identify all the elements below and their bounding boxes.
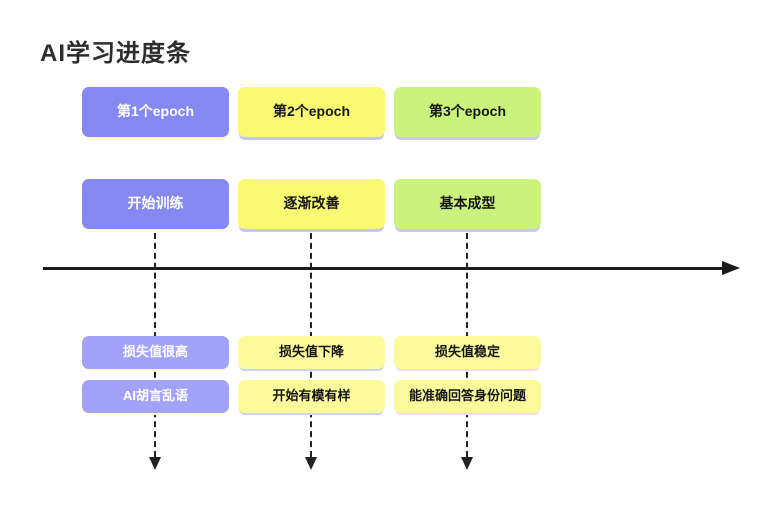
stage-box-3: 基本成型 [394, 179, 541, 229]
down-arrowhead-icon-2 [305, 457, 317, 470]
epoch-box-1: 第1个epoch [82, 87, 229, 137]
down-arrowhead-icon-1 [149, 457, 161, 470]
stage-box-1: 开始训练 [82, 179, 229, 229]
behavior-box-3: 能准确回答身份问题 [394, 380, 541, 413]
timeline-axis [43, 267, 722, 270]
behavior-box-1: AI胡言乱语 [82, 380, 229, 413]
loss-box-2: 损失值下降 [238, 336, 385, 369]
down-arrowhead-icon-3 [461, 457, 473, 470]
page-title: AI学习进度条 [40, 40, 191, 67]
loss-box-3: 损失值稳定 [394, 336, 541, 369]
loss-box-1: 损失值很高 [82, 336, 229, 369]
epoch-box-3: 第3个epoch [394, 87, 541, 137]
epoch-box-2: 第2个epoch [238, 87, 385, 137]
timeline-arrowhead-icon [722, 261, 740, 275]
behavior-box-2: 开始有模有样 [238, 380, 385, 413]
stage-box-2: 逐渐改善 [238, 179, 385, 229]
